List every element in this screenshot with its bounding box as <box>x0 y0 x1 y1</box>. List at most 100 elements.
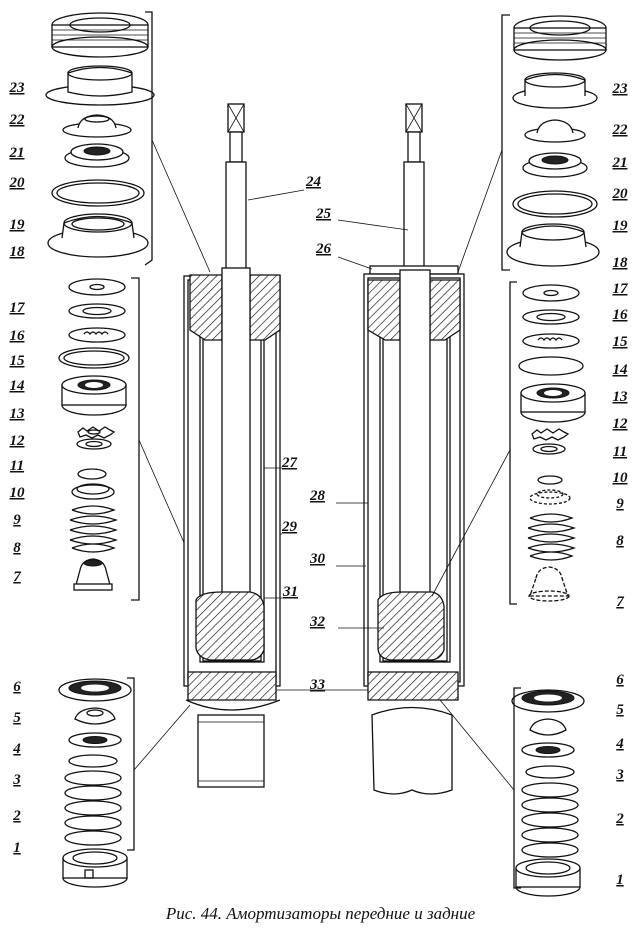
right-middle-parts <box>509 281 586 605</box>
left-part-10 <box>77 468 107 480</box>
left-callout-13: 13 <box>10 406 26 422</box>
right-part-17 <box>522 284 580 302</box>
right-callout-9: 9 <box>616 496 624 512</box>
right-callout-15: 15 <box>613 334 629 350</box>
left-part-1 <box>62 848 128 888</box>
left-callout-2: 2 <box>12 808 21 824</box>
right-part-9 <box>529 489 571 505</box>
right-part-14 <box>518 356 584 376</box>
right-leader-lines <box>431 149 515 791</box>
left-callout-11: 11 <box>10 458 24 474</box>
right-lower-parts <box>511 687 585 897</box>
left-callout-16: 16 <box>10 328 26 344</box>
right-shock-absorber <box>363 103 465 795</box>
left-callout-3: 3 <box>12 772 21 788</box>
right-part-22 <box>512 72 598 109</box>
left-part-22 <box>45 65 155 106</box>
left-part-13 <box>61 375 127 416</box>
left-lower-parts <box>58 677 135 888</box>
left-part-4 <box>68 732 122 748</box>
center-callout-29: 29 <box>281 519 298 535</box>
left-part-20 <box>64 143 130 168</box>
left-callout-12: 12 <box>10 433 26 449</box>
right-callout-8: 8 <box>616 533 624 549</box>
right-callout-13: 13 <box>613 389 629 405</box>
right-part-7 <box>528 566 570 602</box>
left-part-3 <box>68 754 118 768</box>
right-upper-parts <box>501 14 607 271</box>
right-callout-23: 23 <box>612 81 629 97</box>
left-part-21 <box>62 114 132 138</box>
left-part-7 <box>73 558 113 591</box>
left-part-12 <box>77 426 116 439</box>
right-part-10 <box>537 475 563 485</box>
left-callout-9: 9 <box>13 512 21 528</box>
left-part-14 <box>58 347 130 369</box>
right-callout-20: 20 <box>612 186 629 202</box>
left-callout-1: 1 <box>13 840 21 856</box>
right-callout-22: 22 <box>612 122 629 138</box>
figure-caption: Рис. 44. Амортизаторы передние и задние <box>165 904 476 923</box>
right-part-3 <box>525 765 575 779</box>
center-callout-30: 30 <box>309 551 326 567</box>
left-callout-15: 15 <box>10 353 26 369</box>
right-callout-21: 21 <box>612 155 628 171</box>
center-callout-31: 31 <box>282 584 298 600</box>
left-part-18 <box>47 213 149 258</box>
right-part-8 <box>527 513 576 561</box>
right-part-12 <box>531 428 570 441</box>
right-part-21 <box>524 119 586 143</box>
right-callout-12: 12 <box>613 416 629 432</box>
left-part-11 <box>76 438 112 450</box>
left-part-5 <box>74 707 116 725</box>
right-callout-10: 10 <box>613 470 629 486</box>
right-part-20 <box>522 152 588 178</box>
right-callout-7: 7 <box>616 594 624 610</box>
right-part-23 <box>513 15 607 61</box>
left-middle-parts <box>58 277 140 601</box>
right-part-19 <box>512 190 598 218</box>
right-part-16 <box>522 309 580 325</box>
right-callout-2: 2 <box>615 811 624 827</box>
right-callout-6: 6 <box>616 672 624 688</box>
right-part-15 <box>522 333 580 349</box>
right-callout-5: 5 <box>616 702 624 718</box>
left-callout-19: 19 <box>10 217 26 233</box>
right-part-6 <box>511 689 585 713</box>
right-part-11 <box>532 443 566 455</box>
left-part-19 <box>51 179 145 207</box>
center-callout-33: 33 <box>309 677 326 693</box>
left-part-6 <box>58 678 132 702</box>
left-part-2 <box>64 770 122 846</box>
left-callout-8: 8 <box>13 540 21 556</box>
left-part-15 <box>68 327 126 343</box>
left-callout-5: 5 <box>13 710 21 726</box>
right-callout-14: 14 <box>613 362 629 378</box>
center-callout-24: 24 <box>305 174 322 190</box>
center-callout-27: 27 <box>281 455 298 471</box>
left-callout-6: 6 <box>13 679 21 695</box>
left-part-16 <box>68 303 126 319</box>
right-callout-19: 19 <box>613 218 629 234</box>
left-callout-4: 4 <box>12 741 21 757</box>
left-callout-20: 20 <box>9 175 26 191</box>
left-callout-10: 10 <box>10 485 26 501</box>
left-callout-22: 22 <box>9 112 26 128</box>
center-leader-lines <box>247 189 409 691</box>
right-part-4 <box>521 742 575 758</box>
left-callout-7: 7 <box>13 569 21 585</box>
left-callout-23: 23 <box>9 80 26 96</box>
center-callout-25: 25 <box>315 206 332 222</box>
left-part-17 <box>68 278 126 296</box>
left-upper-parts <box>45 11 155 266</box>
right-callout-1: 1 <box>616 872 624 888</box>
right-callout-3: 3 <box>615 767 624 783</box>
left-callout-14: 14 <box>10 378 26 394</box>
right-part-2 <box>521 782 579 858</box>
right-callout-4: 4 <box>615 736 624 752</box>
